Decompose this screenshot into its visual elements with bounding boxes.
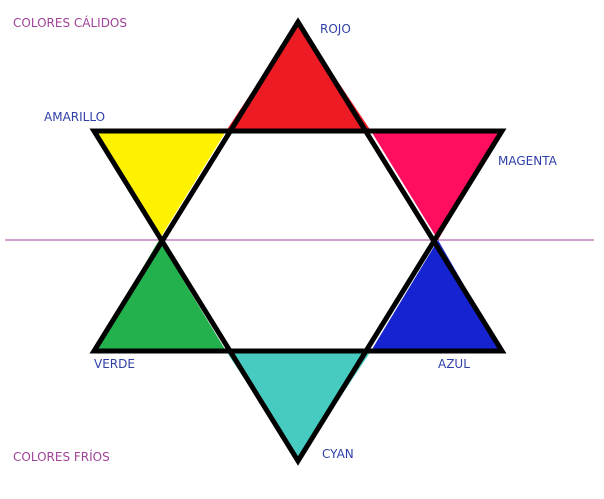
cyan-label: CYAN <box>322 447 354 461</box>
cold-colors-label: COLORES FRÍOS <box>13 450 110 464</box>
azul-label: AZUL <box>438 357 470 371</box>
verde-triangle <box>94 240 226 351</box>
amarillo-label: AMARILLO <box>44 110 106 124</box>
downward-triangle-outline <box>89 128 507 466</box>
rojo-triangle <box>226 22 371 131</box>
amarillo-triangle <box>94 131 226 240</box>
azul-triangle <box>371 240 502 351</box>
verde-label: VERDE <box>94 357 135 371</box>
magenta-triangle <box>371 131 502 240</box>
upward-triangle-outline <box>89 17 507 354</box>
magenta-label: MAGENTA <box>498 154 557 168</box>
rojo-label: ROJO <box>320 22 351 36</box>
cyan-triangle <box>226 351 371 461</box>
warm-colors-label: COLORES CÁLIDOS <box>13 16 127 30</box>
